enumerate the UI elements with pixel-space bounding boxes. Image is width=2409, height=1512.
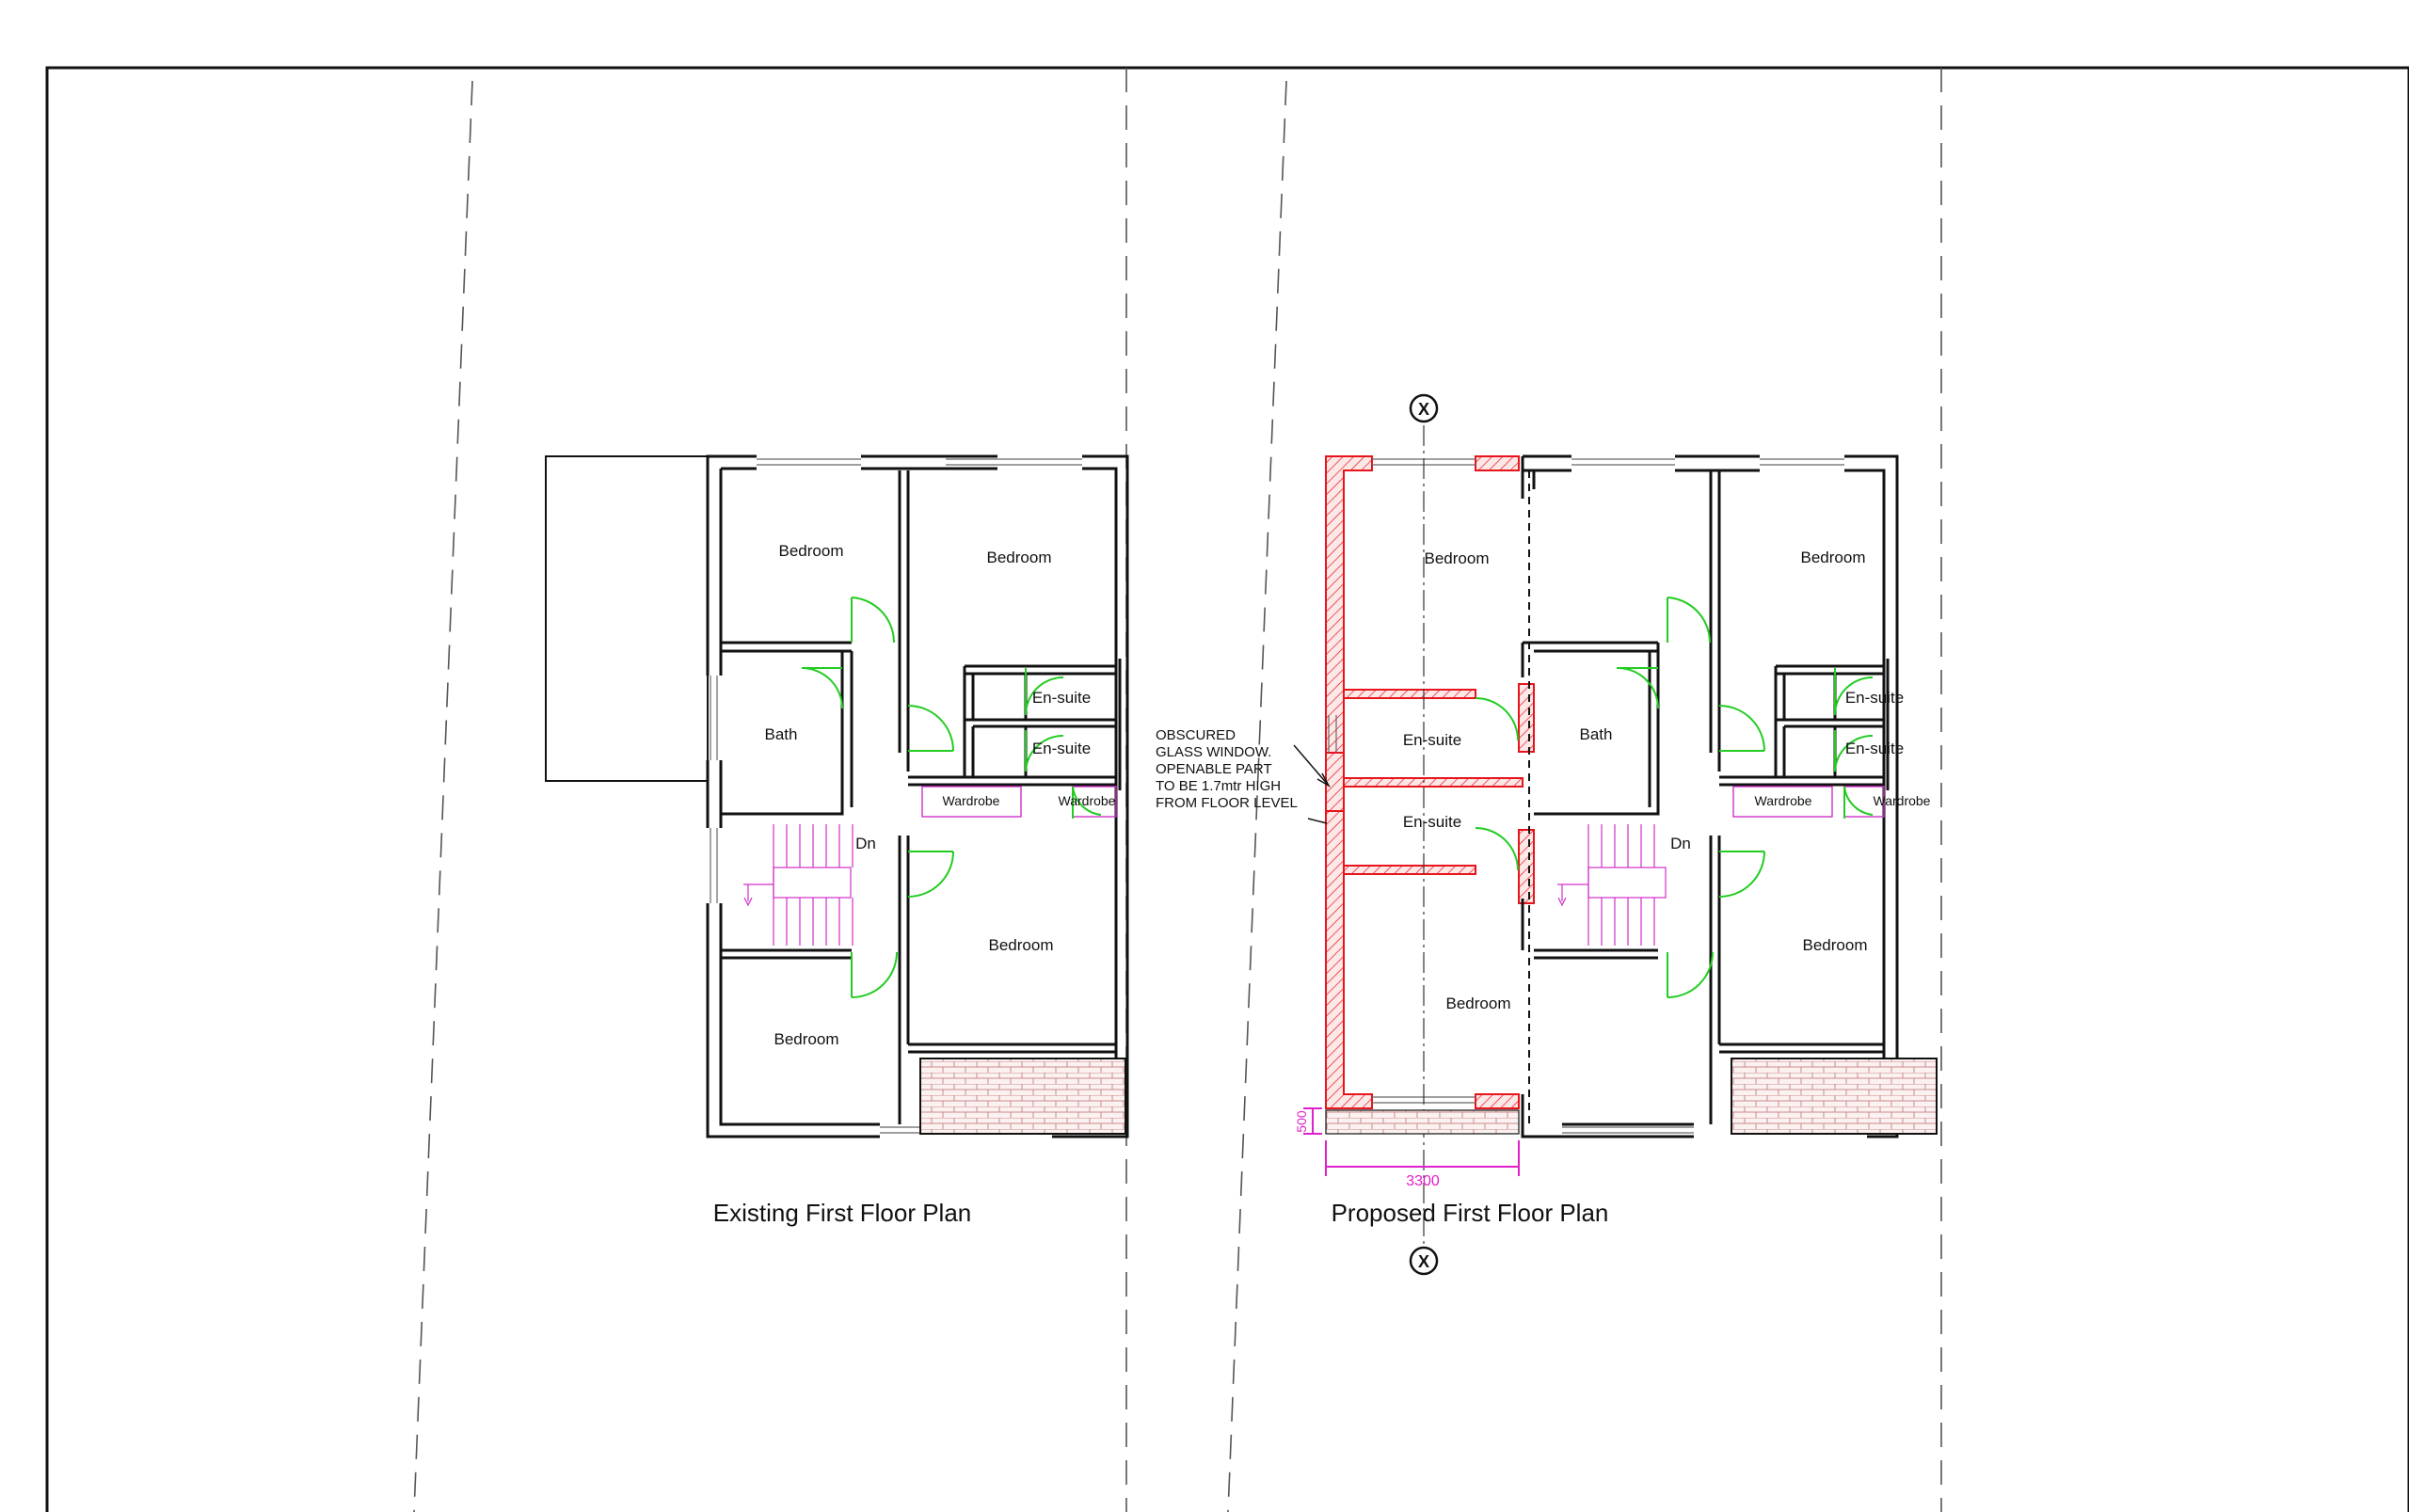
ext-room-label-ensuite-2: En-suite: [1403, 813, 1461, 831]
proposed-staircase: [1557, 824, 1667, 946]
stair-label-dn-proposed: Dn: [1670, 835, 1691, 852]
svg-text:GLASS WINDOW.: GLASS WINDOW.: [1156, 744, 1271, 760]
svg-text:TO BE 1.7mtr HIGH: TO BE 1.7mtr HIGH: [1156, 778, 1281, 794]
existing-exterior-walls: [706, 454, 1129, 1138]
room-label-bedroom-mid-right-proposed: Bedroom: [1803, 936, 1868, 954]
stair-label-dn: Dn: [855, 835, 876, 852]
proposed-interior-walls: [1521, 470, 1890, 1124]
room-label-ensuite-1: En-suite: [1032, 689, 1091, 707]
adjacent-structure: [545, 455, 709, 782]
existing-hatched-area: [919, 1058, 1126, 1135]
proposed-exterior-walls: [1521, 454, 1899, 1138]
room-label-bedroom-top-left: Bedroom: [779, 542, 844, 560]
existing-staircase: [743, 824, 854, 946]
room-label-bedroom-top-right-proposed: Bedroom: [1801, 549, 1866, 566]
proposed-new-walls: [1325, 455, 1535, 1109]
svg-text:OPENABLE PART: OPENABLE PART: [1156, 761, 1272, 777]
dimension-lines: [1303, 1107, 1520, 1176]
room-label-wardrobe-2-proposed: Wardrobe: [1874, 793, 1931, 808]
dimension-width: 3300: [1406, 1173, 1440, 1189]
svg-text:X: X: [1418, 400, 1429, 419]
ext-room-label-bedroom-top: Bedroom: [1425, 549, 1490, 567]
room-label-bedroom-mid-right: Bedroom: [989, 936, 1054, 954]
room-label-wardrobe-1: Wardrobe: [943, 793, 1000, 808]
proposed-hatched-area: [1731, 1058, 1938, 1135]
existing-plan: Bedroom Bedroom Bath En-suite En-suite W…: [545, 454, 1129, 1227]
room-label-bedroom-bottom-left: Bedroom: [774, 1030, 839, 1048]
svg-text:X: X: [1418, 1252, 1429, 1271]
obscured-glass-annotation: OBSCURED GLASS WINDOW. OPENABLE PART TO …: [1156, 727, 1331, 824]
section-marker-top: X: [1409, 393, 1439, 423]
section-marker-bottom: X: [1409, 1246, 1439, 1276]
existing-door-swings: [801, 597, 1102, 998]
ext-room-label-bedroom-bottom: Bedroom: [1446, 995, 1511, 1012]
existing-interior-walls: [721, 470, 1116, 1124]
svg-text:FROM FLOOR LEVEL: FROM FLOOR LEVEL: [1156, 795, 1298, 811]
room-label-wardrobe-2: Wardrobe: [1059, 793, 1116, 808]
ext-room-label-ensuite-1: En-suite: [1403, 731, 1461, 749]
proposed-plan: X X: [1156, 393, 1938, 1276]
proposed-door-swings: [1475, 597, 1874, 998]
room-label-bath-proposed: Bath: [1580, 725, 1613, 743]
room-label-ensuite-2: En-suite: [1032, 740, 1091, 757]
sheet-border: [45, 66, 2409, 1512]
room-label-ensuite-1-proposed: En-suite: [1845, 689, 1904, 707]
dimension-depth: 500: [1294, 1110, 1309, 1133]
plan-title-proposed: Proposed First Floor Plan: [1332, 1199, 1609, 1227]
proposed-strip: [1325, 1109, 1520, 1135]
svg-text:OBSCURED: OBSCURED: [1156, 727, 1236, 743]
room-label-ensuite-2-proposed: En-suite: [1845, 740, 1904, 757]
room-label-bath: Bath: [765, 725, 798, 743]
plan-title-existing: Existing First Floor Plan: [713, 1199, 972, 1227]
room-label-wardrobe-1-proposed: Wardrobe: [1755, 793, 1812, 808]
room-label-bedroom-top-right: Bedroom: [987, 549, 1052, 566]
